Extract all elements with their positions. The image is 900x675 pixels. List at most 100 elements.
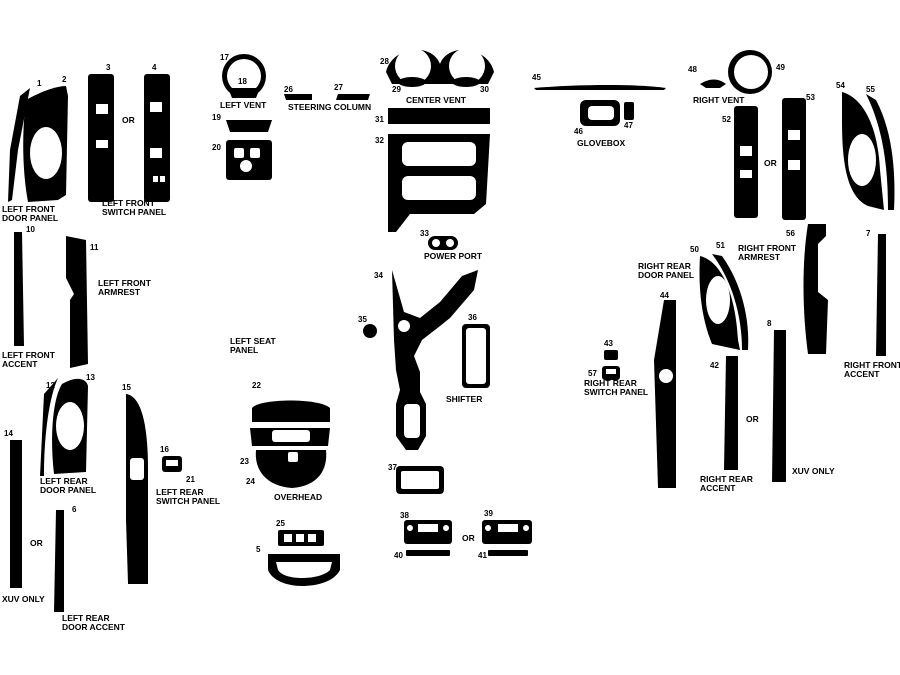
radio-bezel-38-piece (404, 520, 452, 556)
part-number-54: 54 (836, 81, 845, 90)
part-number-23: 23 (240, 457, 249, 466)
right-front-armrest-piece (803, 224, 828, 354)
part-37-piece (396, 466, 444, 494)
left-front-door-panel-piece (8, 86, 68, 202)
part-number-38: 38 (400, 511, 409, 520)
part-number-11: 11 (90, 243, 99, 252)
part-number-8: 8 (767, 319, 772, 328)
caption-left-vent: LEFT VENT (220, 100, 267, 110)
part-number-14: 14 (4, 429, 13, 438)
part-number-16: 16 (160, 445, 169, 454)
caption-left-front-switch-panel: LEFT FRONT SWITCH PANEL (102, 198, 166, 217)
part-number-20: 20 (212, 143, 221, 152)
part-31-piece (388, 108, 490, 124)
caption-xuv-only-right: XUV ONLY (792, 466, 835, 476)
or-label-right-rear: OR (746, 414, 759, 424)
part-number-15: 15 (122, 383, 131, 392)
part-number-44: 44 (660, 291, 669, 300)
part-number-51: 51 (716, 241, 725, 250)
part-5-piece (268, 554, 340, 586)
part-number-26: 26 (284, 85, 293, 94)
part-number-45: 45 (532, 73, 541, 82)
part-number-30: 30 (480, 85, 489, 94)
caption-right-vent: RIGHT VENT (693, 95, 745, 105)
caption-power-port: POWER PORT (424, 251, 483, 261)
part-number-40: 40 (394, 551, 403, 560)
center-vent-piece (386, 48, 494, 87)
part-number-34: 34 (374, 271, 383, 280)
part-number-17: 17 (220, 53, 229, 62)
glovebox-strip-45 (534, 85, 666, 90)
caption-left-rear-door-panel: LEFT REAR DOOR PANEL (40, 476, 96, 495)
part-25-piece (278, 530, 324, 546)
left-rear-switch-panel-piece (162, 456, 182, 472)
caption-glovebox: GLOVEBOX (577, 138, 626, 148)
part-number-12: 12 (46, 381, 55, 390)
or-label-right-switch: OR (764, 158, 777, 168)
right-front-door-panel-piece (842, 92, 895, 210)
right-vent-piece-48 (700, 79, 726, 88)
part-number-5: 5 (256, 545, 261, 554)
part-number-36: 36 (468, 313, 477, 322)
caption-left-seat-panel: LEFT SEAT PANEL (230, 336, 278, 355)
part-number-6: 6 (72, 505, 77, 514)
or-label-radio: OR (462, 533, 475, 543)
caption-left-rear-door-accent: LEFT REAR DOOR ACCENT (62, 613, 126, 632)
part-32-piece (388, 134, 490, 232)
right-front-accent-piece (876, 234, 886, 356)
glovebox-handle-46 (580, 100, 620, 126)
xuv-accent-piece-14 (10, 440, 22, 588)
part-number-2: 2 (62, 75, 67, 84)
xuv-accent-piece-8 (772, 330, 786, 482)
part-number-1: 1 (37, 79, 42, 88)
part-number-31: 31 (375, 115, 384, 124)
part-35-piece (363, 324, 377, 338)
caption-overhead: OVERHEAD (274, 492, 322, 502)
right-front-switch-panel-piece (734, 98, 806, 220)
part-number-22: 22 (252, 381, 261, 390)
part-number-18: 18 (238, 77, 247, 86)
part-number-37: 37 (388, 463, 397, 472)
or-label-left-rear: OR (30, 538, 43, 548)
part-number-57: 57 (588, 369, 597, 378)
caption-center-vent: CENTER VENT (406, 95, 467, 105)
part-number-29: 29 (392, 85, 401, 94)
part-number-41: 41 (478, 551, 487, 560)
part-number-13: 13 (86, 373, 95, 382)
part-number-27: 27 (334, 83, 343, 92)
caption-right-rear-switch-panel: RIGHT REAR SWITCH PANEL (584, 378, 648, 397)
shifter-piece (392, 270, 478, 450)
overhead-piece (250, 400, 330, 488)
caption-right-front-accent: RIGHT FRONT ACCENT (844, 360, 900, 379)
left-rear-door-accent-piece (54, 510, 64, 612)
part-number-39: 39 (484, 509, 493, 518)
part-number-50: 50 (690, 245, 699, 254)
caption-right-rear-door-panel: RIGHT REAR DOOR PANEL (638, 261, 694, 280)
steering-column-piece-26 (284, 94, 312, 100)
right-rear-switch-panel-piece-43 (604, 350, 618, 360)
part-number-25: 25 (276, 519, 285, 528)
part-number-19: 19 (212, 113, 221, 122)
or-label-front-switch: OR (122, 115, 135, 125)
left-rear-door-panel-piece (40, 378, 88, 476)
caption-left-front-door-panel: LEFT FRONT DOOR PANEL (2, 204, 58, 223)
part-number-56: 56 (786, 229, 795, 238)
part-number-21: 21 (186, 475, 195, 484)
left-front-accent-piece (14, 232, 24, 346)
part-number-48: 48 (688, 65, 697, 74)
part-number-32: 32 (375, 136, 384, 145)
part-number-42: 42 (710, 361, 719, 370)
caption-right-front-armrest: RIGHT FRONT ARMREST (738, 243, 798, 262)
part-36-piece (462, 324, 490, 388)
part-number-46: 46 (574, 127, 583, 136)
part-number-3: 3 (106, 63, 111, 72)
part-number-52: 52 (722, 115, 731, 124)
radio-bezel-39-piece (482, 520, 532, 556)
part-57-piece (602, 366, 620, 380)
left-vent-piece (222, 54, 266, 98)
part-number-24: 24 (246, 477, 255, 486)
part-number-53: 53 (806, 93, 815, 102)
left-front-switch-panel-piece (88, 74, 170, 202)
right-rear-door-panel-piece (699, 254, 749, 350)
